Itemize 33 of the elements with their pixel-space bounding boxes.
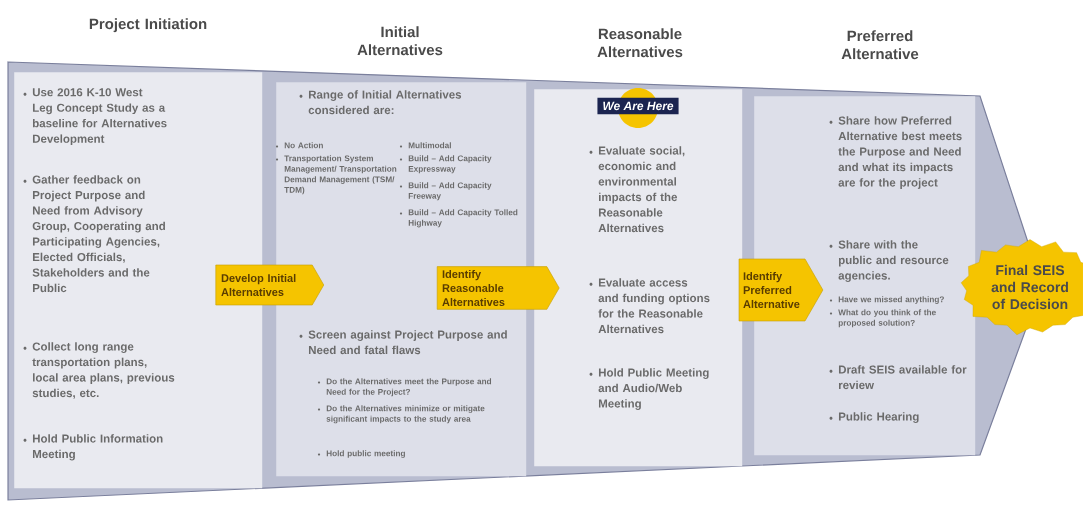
phase-heading: Initial Alternatives [357, 26, 443, 56]
bullet-item: Do the Alternatives minimize or mitigate significant impacts to the study area [317, 405, 485, 424]
bullet-item: Use 2016 K-10 West Leg Concept Study as a baseline for Alternatives Development [23, 88, 167, 146]
bullet-item: Share with the public and resource agencies. [829, 240, 949, 282]
phase-heading: Preferred Alternative [841, 30, 919, 60]
bullet-item: Screen against Project Purpose and Need and fatal flaws [299, 330, 507, 355]
bullet-item: Draft SEIS available for review [829, 365, 967, 390]
bullet-item: Build – Add Capacity Tolled Highway [399, 209, 518, 228]
phase-heading: Reasonable Alternatives [597, 28, 683, 58]
bullet-item: Hold public meeting [317, 450, 405, 458]
bullet-item: Have we missed anything? [829, 296, 944, 304]
chevron-tag: Identify Reasonable Alternatives [436, 266, 560, 310]
bullet-item: Share how Preferred Alternative best meets the Purpose and Need and what its impacts are for the project [829, 116, 962, 189]
bullet-item: Transportation System Management/ Transportation Demand Management (TSM/ TDM) [275, 155, 397, 195]
phase-heading: Project Initiation [89, 18, 207, 33]
bullet-item: Gather feedback on Project Purpose and Need from Advisory Group, Cooperating and Participating Agencies, Elected Officials, Stakeholders and the Public [23, 175, 165, 293]
starburst: Final SEIS and Record of Decision [960, 239, 1083, 335]
bullet-item: No Action [275, 142, 323, 149]
bullet-item: Evaluate social, economic and environmental impacts of the Reasonable Alternatives [589, 146, 685, 233]
bullet-item: Multimodal [399, 142, 451, 149]
bullet-item: Build – Add Capacity Expressway [399, 155, 492, 174]
location-badge: We Are Here [597, 88, 679, 128]
bullet-item: Hold Public Information Meeting [23, 434, 163, 461]
chevron-tag: Develop Initial Alternatives [215, 264, 325, 306]
bullet-item: Collect long range transportation plans, local area plans, previous studies, etc. [23, 342, 175, 399]
bullet-item: Hold Public Meeting and Audio/Web Meeting [589, 368, 709, 410]
bullet-item: Public Hearing [829, 412, 919, 423]
bullet-item: Range of Initial Alternatives considered are: [299, 90, 462, 115]
bullet-item: Build – Add Capacity Freeway [399, 182, 492, 201]
bullet-item: Do the Alternatives meet the Purpose and Need for the Project? [317, 378, 492, 397]
bullet-item: What do you think of the proposed solution? [829, 309, 936, 328]
chevron-tag: Identify Preferred Alternative [738, 258, 824, 322]
bullet-item: Evaluate access and funding options for the Reasonable Alternatives [589, 278, 710, 334]
